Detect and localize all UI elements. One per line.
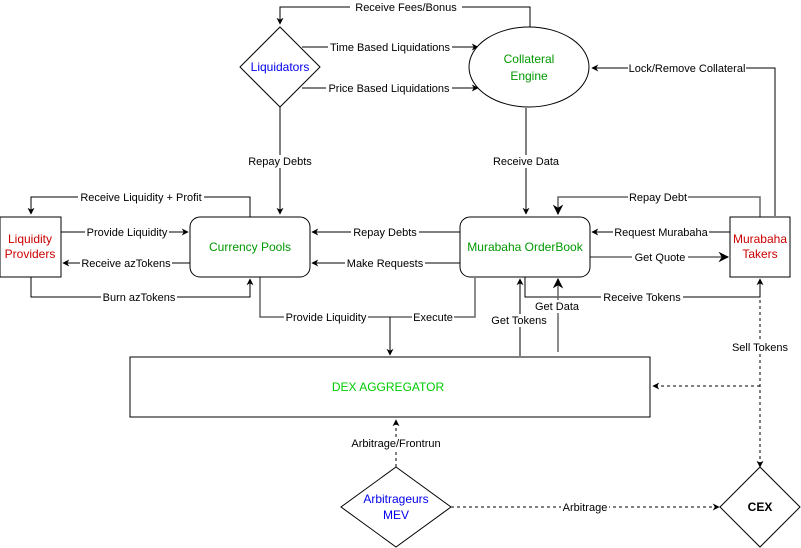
label-receive-fees-bonus: Receive Fees/Bonus: [355, 2, 457, 14]
murabaha-takers-node[interactable]: [729, 216, 791, 278]
label-repay-debts-liquidators: Repay Debts: [248, 156, 312, 168]
liquidators-label: Liquidators: [251, 60, 310, 74]
arbitrageurs-label-2: MEV: [383, 508, 409, 522]
label-burn-aztokens: Burn azTokens: [103, 292, 176, 304]
label-receive-liquidity-profit: Receive Liquidity + Profit: [80, 192, 201, 204]
collateral-engine-label-2: Engine: [510, 69, 548, 83]
dex-aggregator-node[interactable]: [129, 356, 651, 418]
label-get-tokens: Get Tokens: [491, 315, 547, 327]
label-receive-data: Receive Data: [493, 156, 560, 168]
label-arbitrage: Arbitrage: [563, 502, 608, 514]
label-arbitrage-frontrun: Arbitrage/Frontrun: [351, 438, 440, 450]
dex-aggregator-label: DEX AGGREGATOR: [332, 380, 445, 394]
label-repay-debt: Repay Debt: [629, 192, 687, 204]
label-get-quote: Get Quote: [635, 252, 686, 264]
liquidity-providers-label-2: Providers: [5, 247, 56, 261]
label-lock-remove-collateral: Lock/Remove Collateral: [629, 63, 746, 75]
liquidators-node[interactable]: [239, 26, 321, 108]
liquidity-providers-label-1: Liquidity: [8, 232, 52, 246]
label-receive-aztokens: Receive azTokens: [81, 258, 171, 270]
label-time-based-liquidations: Time Based Liquidations: [330, 42, 451, 54]
murabaha-takers-label-2: Takers: [742, 247, 777, 261]
cex-label: CEX: [748, 500, 773, 514]
collateral-engine-label-1: Collateral: [504, 52, 555, 66]
label-price-based-liquidations: Price Based Liquidations: [328, 83, 450, 95]
label-sell-tokens: Sell Tokens: [732, 342, 789, 354]
label-repay-debts-orderbook: Repay Debts: [353, 227, 417, 239]
murabaha-orderbook-label: Murabaha OrderBook: [467, 240, 583, 254]
currency-pools-node[interactable]: [189, 216, 311, 278]
liquidity-providers-node[interactable]: [0, 216, 62, 278]
arbitrageurs-node[interactable]: [340, 466, 452, 548]
murabaha-takers-label-1: Murabaha: [733, 232, 787, 246]
label-provide-liquidity-lp: Provide Liquidity: [87, 227, 168, 239]
label-execute: Execute: [413, 312, 453, 324]
murabaha-orderbook-node[interactable]: [459, 216, 591, 278]
cex-node[interactable]: [719, 466, 801, 548]
arbitrageurs-label-1: Arbitrageurs: [363, 492, 428, 506]
label-get-data: Get Data: [535, 301, 580, 313]
currency-pools-label: Currency Pools: [209, 240, 291, 254]
label-request-murabaha: Request Murabaha: [614, 227, 708, 239]
collateral-engine-node[interactable]: [468, 26, 590, 108]
edge-labels: Receive Fees/Bonus Time Based Liquidatio…: [78, 0, 791, 514]
label-make-requests: Make Requests: [347, 258, 424, 270]
label-receive-tokens: Receive Tokens: [603, 292, 681, 304]
label-provide-liquidity-dex: Provide Liquidity: [286, 312, 367, 324]
